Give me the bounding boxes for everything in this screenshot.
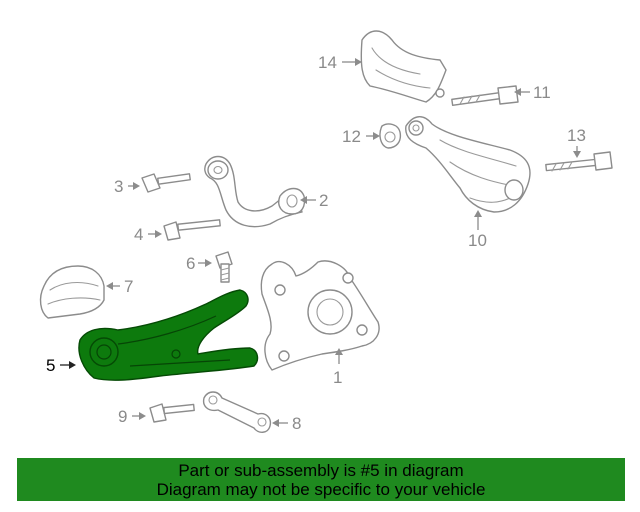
part-7-cover[interactable] bbox=[39, 265, 105, 319]
svg-text:8: 8 bbox=[292, 414, 301, 433]
part-2-link-arm[interactable] bbox=[204, 155, 306, 228]
svg-text:1: 1 bbox=[333, 368, 342, 387]
callout-2: 2 bbox=[300, 191, 328, 210]
info-banner: Part or sub-assembly is #5 in diagram Di… bbox=[17, 458, 625, 501]
part-4-bolt[interactable] bbox=[163, 219, 221, 241]
callout-1: 1 bbox=[333, 348, 343, 387]
callout-8: 8 bbox=[272, 414, 301, 433]
svg-text:11: 11 bbox=[533, 83, 551, 102]
svg-text:10: 10 bbox=[468, 231, 487, 250]
svg-text:12: 12 bbox=[342, 127, 361, 146]
callout-9: 9 bbox=[118, 407, 146, 426]
callout-14: 14 bbox=[318, 53, 362, 72]
svg-text:14: 14 bbox=[318, 53, 337, 72]
svg-text:9: 9 bbox=[118, 407, 127, 426]
callout-5: 5 bbox=[46, 356, 76, 375]
svg-text:3: 3 bbox=[114, 177, 123, 196]
svg-text:4: 4 bbox=[134, 225, 143, 244]
part-1-knuckle[interactable] bbox=[260, 260, 380, 371]
part-3-bolt[interactable] bbox=[141, 173, 191, 193]
callout-12: 12 bbox=[342, 127, 380, 146]
banner-line-2: Diagram may not be specific to your vehi… bbox=[156, 479, 486, 499]
part-6-bolt[interactable] bbox=[215, 251, 233, 283]
callout-11: 11 bbox=[514, 83, 551, 102]
part-13-bolt[interactable] bbox=[545, 151, 613, 172]
banner-line-1: Part or sub-assembly is #5 in diagram bbox=[178, 460, 464, 480]
callout-3: 3 bbox=[114, 177, 140, 196]
part-12-nut[interactable] bbox=[379, 123, 402, 149]
svg-text:5: 5 bbox=[46, 356, 55, 375]
callout-10: 10 bbox=[468, 210, 487, 250]
part-8-link-rod[interactable] bbox=[202, 391, 272, 433]
part-11-bolt[interactable] bbox=[451, 85, 519, 107]
svg-text:6: 6 bbox=[186, 254, 195, 273]
callout-7: 7 bbox=[106, 277, 133, 296]
callout-4: 4 bbox=[134, 225, 162, 244]
parts-diagram: 14 11 12 10 13 bbox=[39, 30, 613, 433]
svg-text:2: 2 bbox=[319, 191, 328, 210]
svg-text:13: 13 bbox=[567, 126, 586, 145]
callout-6: 6 bbox=[186, 254, 212, 273]
svg-text:7: 7 bbox=[124, 277, 133, 296]
part-10-control-arm[interactable] bbox=[405, 116, 531, 213]
part-9-bolt[interactable] bbox=[149, 403, 195, 423]
callout-13: 13 bbox=[567, 126, 586, 158]
part-14-bracket[interactable] bbox=[360, 30, 447, 103]
part-5-lower-arm[interactable] bbox=[78, 289, 259, 381]
